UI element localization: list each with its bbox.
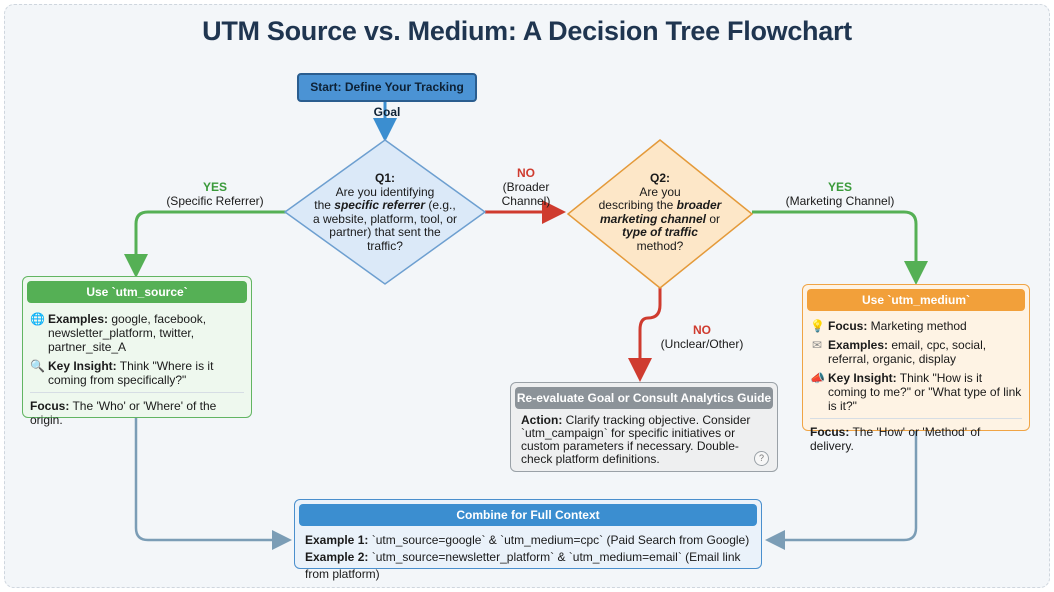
arrow-q2-yes — [752, 210, 928, 285]
reevaluate-header: Re-evaluate Goal or Consult Analytics Gu… — [515, 387, 773, 409]
utm-source-insight: Key Insight: Think "Where is it coming f… — [48, 359, 214, 387]
utm-medium-header: Use `utm_medium` — [807, 289, 1025, 311]
utm-medium-box: Use `utm_medium` 💡Focus: Marketing metho… — [802, 284, 1030, 453]
combine-box: Combine for Full Context Example 1: `utm… — [294, 499, 762, 581]
start-label: Start: Define Your Tracking Goal — [310, 80, 464, 119]
arrow-medium-to-combine — [765, 431, 918, 550]
q2-label: Q2: — [649, 171, 670, 185]
q2-text: Q2: Are you describing the broader marke… — [590, 171, 730, 253]
utm-source-header: Use `utm_source` — [27, 281, 247, 303]
combine-header: Combine for Full Context — [299, 504, 757, 526]
reevaluate-box: Re-evaluate Goal or Consult Analytics Gu… — [510, 382, 778, 472]
q2-line3: marketing channel or — [599, 211, 721, 226]
megaphone-icon: 📣 — [810, 371, 825, 385]
q1-line2: the specific referrer (e.g., — [314, 198, 456, 212]
utm-medium-insight: Key Insight: Think "How is it coming to … — [828, 371, 1022, 413]
arrow-q1-yes — [124, 210, 287, 278]
q1-text: Q1: Are you identifying the specific ref… — [305, 171, 465, 253]
reevaluate-action: Action: Clarify tracking objective. Cons… — [521, 413, 751, 466]
edge-label-q2-yes: YES (Marketing Channel) — [785, 180, 895, 208]
start-node: Start: Define Your Tracking Goal — [297, 73, 477, 119]
q1-line3: a website, platform, tool, or — [312, 211, 458, 226]
q2-line5: method? — [636, 238, 684, 253]
utm-medium-examples: Examples: email, cpc, social, referral, … — [828, 338, 987, 366]
decision-diamond-q1 — [283, 139, 487, 285]
edge-label-q1-no: NO (Broader Channel) — [501, 166, 551, 208]
q2-line2: describing the broader — [598, 198, 722, 212]
edge-label-q1-yes: YES (Specific Referrer) — [166, 180, 264, 208]
q1-line5: traffic? — [367, 238, 403, 253]
globe-icon: 🌐 — [30, 312, 45, 326]
page-title: UTM Source vs. Medium: A Decision Tree F… — [202, 16, 852, 46]
decision-diamond-q2 — [566, 139, 754, 289]
arrow-source-to-combine — [134, 418, 292, 550]
arrow-q2-no — [628, 286, 662, 382]
q2-line4: type of traffic — [622, 225, 698, 239]
envelope-icon: ✉ — [811, 338, 823, 352]
q2-line1: Are you — [639, 184, 681, 199]
utm-source-examples: Examples: google, facebook, newsletter_p… — [48, 312, 207, 354]
q1-line4: partner) that sent the — [329, 225, 441, 239]
edge-label-q2-no: NO (Unclear/Other) — [660, 323, 744, 351]
utm-medium-focus-method: Focus: Marketing method — [828, 319, 967, 333]
q1-line1: Are you identifying — [335, 184, 435, 199]
utm-source-box: Use `utm_source` 🌐Examples: google, face… — [22, 276, 252, 427]
help-icon: ? — [754, 451, 769, 466]
utm-medium-focus: Focus: The 'How' or 'Method' of delivery… — [810, 425, 981, 453]
magnifier-icon: 🔍 — [30, 359, 45, 373]
combine-example-2: Example 2: `utm_source=newsletter_platfo… — [305, 550, 741, 581]
utm-source-focus: Focus: The 'Who' or 'Where' of the origi… — [30, 399, 217, 427]
lightbulb-icon: 💡 — [810, 319, 825, 333]
combine-example-1: Example 1: `utm_source=google` & `utm_me… — [305, 533, 750, 547]
q1-label: Q1: — [374, 171, 395, 185]
